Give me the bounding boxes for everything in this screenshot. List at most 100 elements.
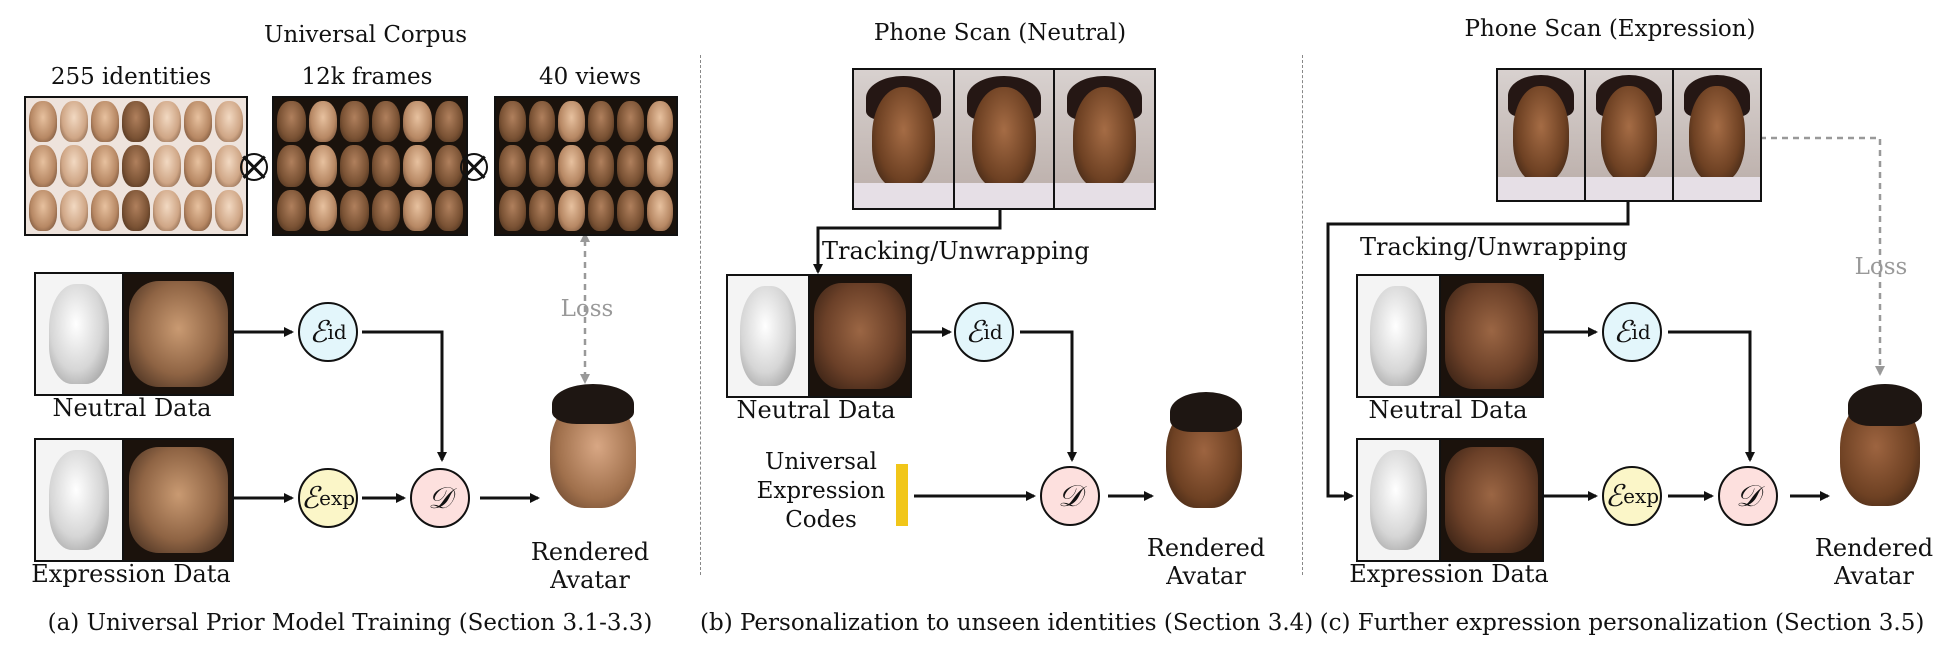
face-thumbnail [646,189,673,231]
face-thumbnail [499,101,526,143]
face-thumbnail [617,101,644,143]
face-thumbnail [91,101,119,143]
rendered-avatar-label: Rendered Avatar [1812,534,1936,590]
rendered-label-line1: Rendered [1814,534,1934,562]
face-thumbnail [499,189,526,231]
encoder-subscript: id [327,320,347,344]
phone-photo [1498,70,1586,200]
phone-photo [1055,70,1154,208]
tensor-product-icon [460,153,488,181]
face-thumbnail [434,145,463,187]
rendered-avatar-label: Rendered Avatar [530,538,650,594]
expression-texture-image [1440,440,1542,560]
face-thumbnail [60,145,88,187]
neutral-mesh-image [728,276,811,396]
expression-data-label: Expression Data [1349,560,1549,588]
neutral-texture-image [124,274,232,394]
phone-photo [1586,70,1674,200]
expression-mesh-image [36,440,125,560]
face-thumbnail [91,145,119,187]
face-thumbnail [215,189,243,231]
face-thumbnail [122,101,150,143]
encoder-subscript: exp [319,486,356,510]
tracking-label: Tracking/Unwrapping [822,237,1090,265]
decoder-node: 𝒟 [1040,466,1100,526]
face-thumbnail [29,189,57,231]
face-thumbnail [587,189,614,231]
decoder-node: 𝒟 [410,468,470,528]
face-thumbnail [499,145,526,187]
face-thumbnail [184,101,212,143]
panel-b-caption: (b) Personalization to unseen identities… [700,610,1314,636]
encoder-symbol: ℰ [1604,478,1624,514]
expression-mesh-image [1358,440,1441,560]
rendered-avatar-image [540,380,650,520]
rendered-avatar-label: Rendered Avatar [1146,534,1266,590]
face-thumbnail [528,101,555,143]
face-thumbnail [153,189,181,231]
decoder-symbol: 𝒟 [1058,478,1082,514]
face-thumbnail [153,101,181,143]
face-thumbnail [60,101,88,143]
expression-data-label: Expression Data [31,560,231,588]
face-thumbnail [646,145,673,187]
panel-c-caption: (c) Further expression personalization (… [1319,610,1925,636]
face-thumbnail [277,101,306,143]
encoder-symbol: ℰ [309,314,328,350]
expression-code-bar [896,464,908,526]
universal-expression-codes-label: Universal Expression Codes [746,448,896,535]
face-thumbnail [340,101,369,143]
neutral-texture-image [810,276,910,396]
rendered-label-line1: Rendered [530,538,650,566]
neutral-mesh-texture-pair [1356,274,1544,398]
face-thumbnail [434,101,463,143]
rendered-label-line1: Rendered [1146,534,1266,562]
face-thumbnail [60,189,88,231]
codes-label-line3: Codes [785,507,857,533]
face-thumbnail [587,101,614,143]
frames-label: 12k frames [301,64,433,90]
face-thumbnail [617,189,644,231]
identities-label: 255 identities [50,64,212,90]
face-thumbnail [558,145,585,187]
face-thumbnail [340,145,369,187]
face-thumbnail [587,145,614,187]
face-thumbnail [277,189,306,231]
face-thumbnail [215,101,243,143]
views-image-grid [494,96,678,236]
decoder-node: 𝒟 [1718,466,1778,526]
face-thumbnail [29,101,57,143]
face-thumbnail [340,189,369,231]
encoder-symbol: ℰ [1613,314,1632,350]
decoder-symbol: 𝒟 [1736,478,1760,514]
phone-scan-expression-photos [1496,68,1762,202]
neutral-mesh-image [1358,276,1441,396]
panel-a-caption: (a) Universal Prior Model Training (Sect… [47,610,653,636]
rendered-avatar-image [1160,390,1250,530]
face-thumbnail [122,145,150,187]
face-thumbnail [371,145,400,187]
face-thumbnail [308,189,337,231]
face-thumbnail [184,145,212,187]
panel-b-title: Phone Scan (Neutral) [873,20,1127,46]
frames-image-grid [272,96,468,236]
face-thumbnail [646,101,673,143]
phone-scan-neutral-photos [852,68,1156,210]
panel-a-title: Universal Corpus [264,22,468,48]
loss-label: Loss [1854,254,1908,280]
loss-label: Loss [560,296,614,322]
expression-mesh-texture-pair [34,438,234,562]
panel-divider [700,55,701,575]
tracking-label: Tracking/Unwrapping [1360,233,1628,261]
phone-photo [1674,70,1760,200]
phone-photo [954,70,1056,208]
panel-c-title: Phone Scan (Expression) [1464,16,1756,42]
expression-mesh-texture-pair [1356,438,1544,562]
neutral-mesh-texture-pair [726,274,912,398]
face-thumbnail [122,189,150,231]
